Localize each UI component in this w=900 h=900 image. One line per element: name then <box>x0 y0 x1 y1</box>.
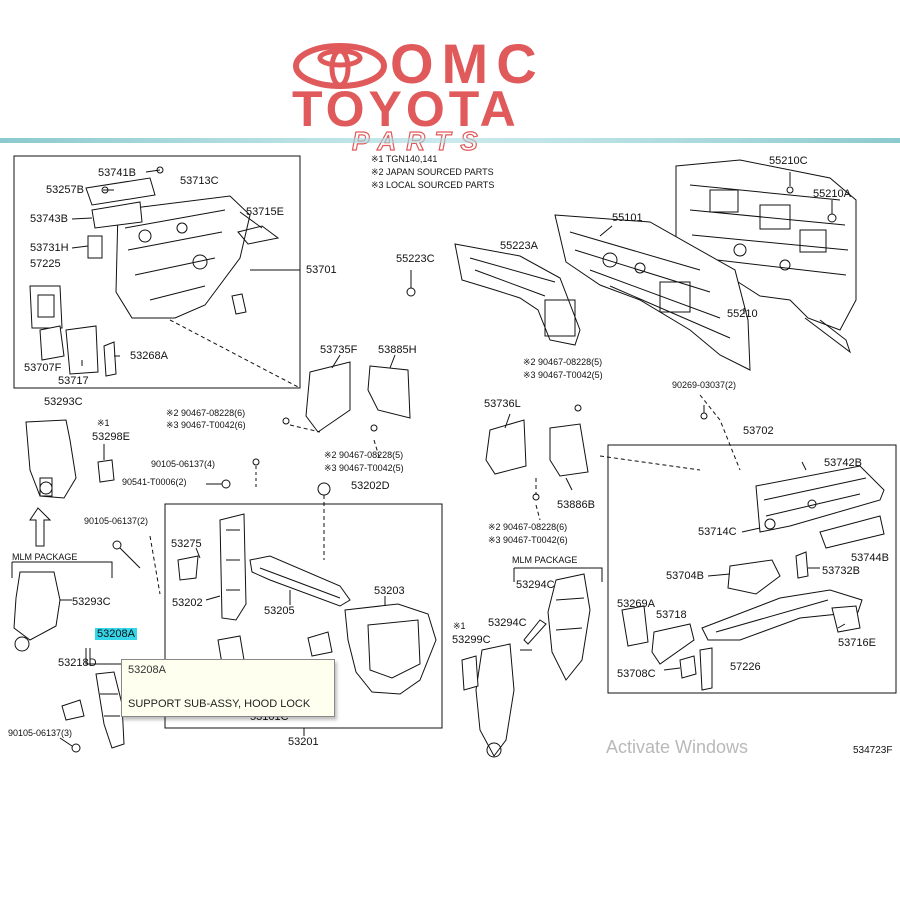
mark-label: ※1 <box>97 418 110 428</box>
bolt-label[interactable]: ※2 90467-08228(6) <box>488 522 568 532</box>
part-label[interactable]: 53704B <box>666 570 704 582</box>
part-label[interactable]: 53716E <box>838 637 876 649</box>
part-label[interactable]: 53708C <box>617 668 656 680</box>
part-label[interactable]: 55210A <box>813 188 851 200</box>
highlight-53208A[interactable]: 53208A <box>95 628 137 640</box>
group-box-53701 <box>13 155 301 389</box>
bolt-label[interactable]: 90105-06137(3) <box>8 728 73 738</box>
part-label[interactable]: 53717 <box>58 375 89 387</box>
part-label[interactable]: 53294C <box>488 617 527 629</box>
part-label[interactable]: 53715E <box>246 206 284 218</box>
part-label[interactable]: 53203 <box>374 585 405 597</box>
part-label[interactable]: 53299C <box>452 634 491 646</box>
part-label[interactable]: 55223C <box>396 253 435 265</box>
part-label[interactable]: 53218D <box>58 657 97 669</box>
bolt-label[interactable]: 90269-03037(2) <box>672 380 737 390</box>
part-label[interactable]: 53741B <box>98 167 136 179</box>
part-label[interactable]: 53713C <box>180 175 219 187</box>
part-label[interactable]: 53201 <box>288 736 319 748</box>
part-label[interactable]: 53743B <box>30 213 68 225</box>
part-label[interactable]: 53714C <box>698 526 737 538</box>
package-label: MLM PACKAGE <box>512 555 578 565</box>
tooltip-part-description: SUPPORT SUB-ASSY, HOOD LOCK <box>128 698 311 710</box>
diagram-id: 534723F <box>853 745 893 756</box>
part-label[interactable]: 55223A <box>500 240 538 252</box>
bolt-label[interactable]: ※3 90467-T0042(5) <box>324 463 404 473</box>
bolt-label[interactable]: ※2 90467-08228(5) <box>523 357 603 367</box>
part-label[interactable]: 53886B <box>557 499 595 511</box>
part-label[interactable]: 53732B <box>822 565 860 577</box>
part-label[interactable]: 53298E <box>92 431 130 443</box>
bolt-label[interactable]: 90541-T0006(2) <box>122 477 187 487</box>
part-label[interactable]: 53268A <box>130 350 168 362</box>
part-label[interactable]: 53742B <box>824 457 862 469</box>
part-label[interactable]: 55210 <box>727 308 758 320</box>
mark-label: ※1 <box>453 621 466 631</box>
part-label[interactable]: 53202 <box>172 597 203 609</box>
bolt-label[interactable]: ※2 90467-08228(5) <box>324 450 404 460</box>
part-label[interactable]: 53885H <box>378 344 417 356</box>
part-label[interactable]: 53701 <box>306 264 337 276</box>
part-label[interactable]: 53294C <box>516 579 555 591</box>
note-2: ※2 JAPAN SOURCED PARTS <box>371 167 494 177</box>
logo-omc-text: OMC <box>390 32 545 95</box>
activate-windows-watermark: Activate Windows <box>606 737 749 757</box>
part-label-highlighted[interactable]: 53208A <box>95 628 137 640</box>
part-label[interactable]: 53702 <box>743 425 774 437</box>
part-label[interactable]: 53707F <box>24 362 62 374</box>
bolt-label[interactable]: 90105-06137(2) <box>84 516 149 526</box>
part-label[interactable]: 53731H <box>30 242 69 254</box>
part-label[interactable]: 57226 <box>730 661 761 673</box>
bolt-label[interactable]: ※3 90467-T0042(5) <box>523 370 603 380</box>
note-3: ※3 LOCAL SOURCED PARTS <box>371 180 495 190</box>
part-label[interactable]: 55101 <box>612 212 643 224</box>
part-label[interactable]: 53744B <box>851 552 889 564</box>
part-label[interactable]: 55210C <box>769 155 808 167</box>
bolt-label[interactable]: 90105-06137(4) <box>151 459 216 469</box>
part-label[interactable]: 53257B <box>46 184 84 196</box>
bolt-label[interactable]: ※3 90467-T0042(6) <box>488 535 568 545</box>
part-label[interactable]: 53293C <box>44 396 83 408</box>
part-label[interactable]: 53735F <box>320 344 358 356</box>
tooltip-part-code: 53208A <box>128 664 166 676</box>
bolt-label[interactable]: ※3 90467-T0042(6) <box>166 420 246 430</box>
part-tooltip: 53208A SUPPORT SUB-ASSY, HOOD LOCK <box>121 659 335 717</box>
part-label[interactable]: 53205 <box>264 605 295 617</box>
part-label[interactable]: 57225 <box>30 258 61 270</box>
toyota-emblem-icon <box>293 43 387 89</box>
bolt-label[interactable]: ※2 90467-08228(6) <box>166 408 246 418</box>
logo-toyota-text: TOYOTA <box>292 81 520 137</box>
note-1: ※1 TGN140,141 <box>371 154 438 164</box>
package-label: MLM PACKAGE <box>12 552 78 562</box>
group-box-53702 <box>607 444 897 694</box>
part-label[interactable]: 53202D <box>351 480 390 492</box>
part-label[interactable]: 53718 <box>656 609 687 621</box>
part-label[interactable]: 53275 <box>171 538 202 550</box>
part-label[interactable]: 53736L <box>484 398 521 410</box>
part-label[interactable]: 53269A <box>617 598 655 610</box>
part-label[interactable]: 53293C <box>72 596 111 608</box>
